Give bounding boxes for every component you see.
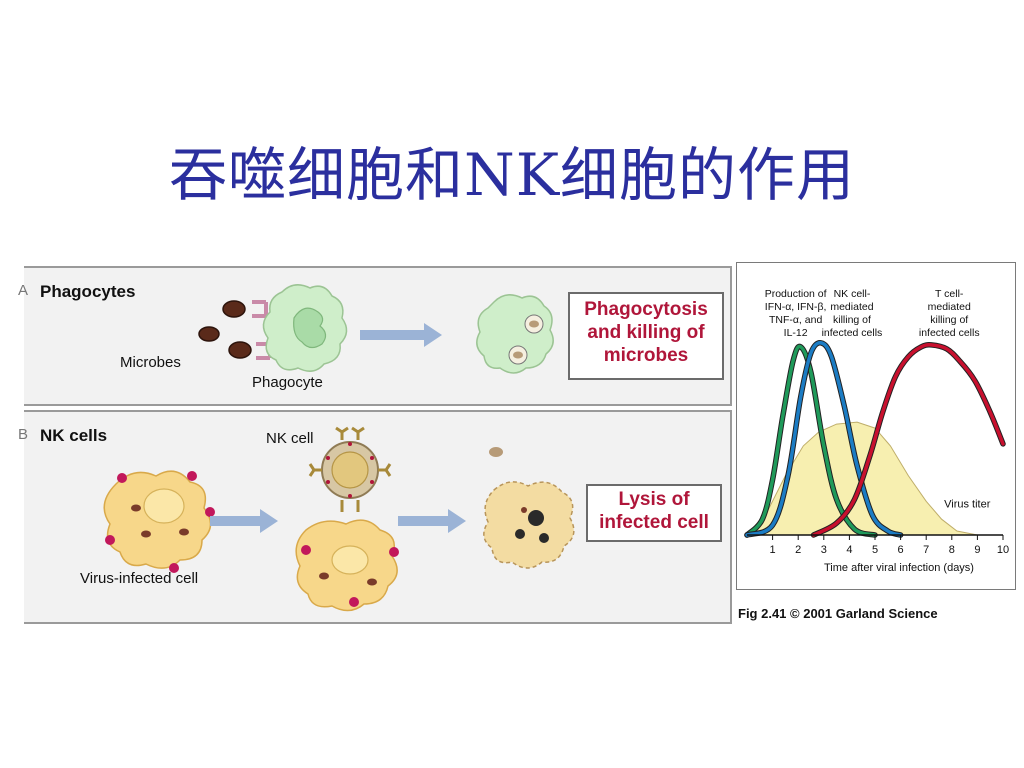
annotation-tcell-line: T cell- <box>935 288 964 300</box>
x-tick-label: 2 <box>795 544 801 556</box>
nucleus-icon <box>331 545 369 575</box>
x-tick-label: 8 <box>949 544 955 556</box>
panel-a-title: Phagocytes <box>40 282 136 301</box>
viral-antigen-icon <box>169 563 179 573</box>
outcome-line: Phagocytosis <box>584 299 708 320</box>
x-tick-label: 9 <box>974 544 980 556</box>
x-tick-label: 6 <box>898 544 904 556</box>
virus-particle-icon <box>319 572 329 580</box>
slide-title: 吞噬细胞和NK细胞的作用 <box>168 141 856 209</box>
virus-particle-icon <box>141 530 151 538</box>
virus-particle-icon <box>179 528 189 536</box>
nk-cells-panel: B NK cells <box>18 410 732 624</box>
annotation-tcell-line: mediated <box>928 301 971 313</box>
viral-antigen-icon <box>349 597 359 607</box>
x-tick-label: 5 <box>872 544 878 556</box>
microbe-icon <box>222 300 246 318</box>
viral-antigen-icon <box>187 471 197 481</box>
viral-antigen-icon <box>301 545 311 555</box>
arrow-icon <box>210 509 278 533</box>
arrow-icon <box>398 509 466 533</box>
phagocyte-ingested-icon <box>476 294 554 374</box>
annotation-nk-line: NK cell- <box>834 288 871 300</box>
nucleus-icon <box>293 307 327 349</box>
viral-antigen-icon <box>117 473 127 483</box>
nk-cells-illustration <box>103 426 575 612</box>
outcome-line: infected cell <box>599 512 709 533</box>
series-cytokines-line <box>745 344 877 537</box>
viral-antigen-icon <box>105 535 115 545</box>
arrow-icon <box>360 323 442 347</box>
virus-titer-label: Virus titer <box>944 498 991 510</box>
phagocytes-illustration <box>198 284 554 374</box>
microbe-icon <box>198 326 220 342</box>
lysis-outcome-box: Lysis of infected cell <box>586 484 722 542</box>
annotation-cytokines-line: TNF-α, and <box>769 314 822 326</box>
x-tick-label: 4 <box>846 544 852 556</box>
nk-cell-label: NK cell <box>266 430 314 447</box>
nucleus-icon <box>143 488 185 524</box>
virus-particle-icon <box>131 504 141 512</box>
microbes-label: Microbes <box>120 354 181 371</box>
series-nk-line <box>745 341 903 537</box>
figure-caption: Fig 2.41 © 2001 Garland Science <box>738 606 938 621</box>
ingested-microbe-icon <box>529 320 539 328</box>
annotation-cytokines-line: Production of <box>765 288 827 300</box>
annotation-nk-line: killing of <box>833 314 871 326</box>
microbe-icon <box>228 341 252 359</box>
annotation-tcell-line: killing of <box>930 314 968 326</box>
outcome-line: and killing of <box>587 322 705 343</box>
panel-b-letter: B <box>18 426 29 443</box>
fragment-icon <box>515 529 525 539</box>
receptor-icon <box>252 300 268 318</box>
fragment-icon <box>539 533 549 543</box>
annotation-nk-line: mediated <box>830 301 873 313</box>
x-tick-label: 3 <box>821 544 827 556</box>
outcome-line: microbes <box>603 345 689 366</box>
ingested-microbe-icon <box>513 351 523 359</box>
series-virus-titer <box>745 421 1003 536</box>
x-axis-label: Time after viral infection (days) <box>824 562 974 574</box>
annotation-nk-line: infected cells <box>822 327 883 339</box>
phagocyte-label: Phagocyte <box>252 374 323 391</box>
fragment-icon <box>528 510 544 526</box>
outcome-line: Lysis of <box>618 489 690 510</box>
nk-receptor-icons <box>308 426 392 512</box>
released-particle-icon <box>489 447 503 457</box>
viral-antigen-icon <box>205 507 215 517</box>
viral-antigen-icon <box>389 547 399 557</box>
x-tick-label: 7 <box>923 544 929 556</box>
x-tick-label: 1 <box>770 544 776 556</box>
series-tcell-line <box>811 343 1005 537</box>
phagocytes-panel: A Phagocytes Microbes Phagocyte Phagocyt… <box>18 266 732 406</box>
fragment-icon <box>521 507 527 513</box>
lysed-cell-icon <box>483 481 575 569</box>
annotation-cytokines-line: IL-12 <box>784 327 808 339</box>
nk-nucleus-icon <box>331 451 369 489</box>
virus-infected-cell-label: Virus-infected cell <box>80 570 199 587</box>
virus-particle-icon <box>367 578 377 586</box>
panel-a-letter: A <box>18 282 29 299</box>
annotation-tcell-line: infected cells <box>919 327 980 339</box>
nk-granules <box>326 442 374 498</box>
phagocytosis-outcome-box: Phagocytosis and killing of microbes <box>568 292 724 380</box>
annotation-cytokines-line: IFN-α, IFN-β, <box>765 301 827 313</box>
x-tick-label: 10 <box>997 544 1009 556</box>
panel-b-title: NK cells <box>40 426 108 445</box>
